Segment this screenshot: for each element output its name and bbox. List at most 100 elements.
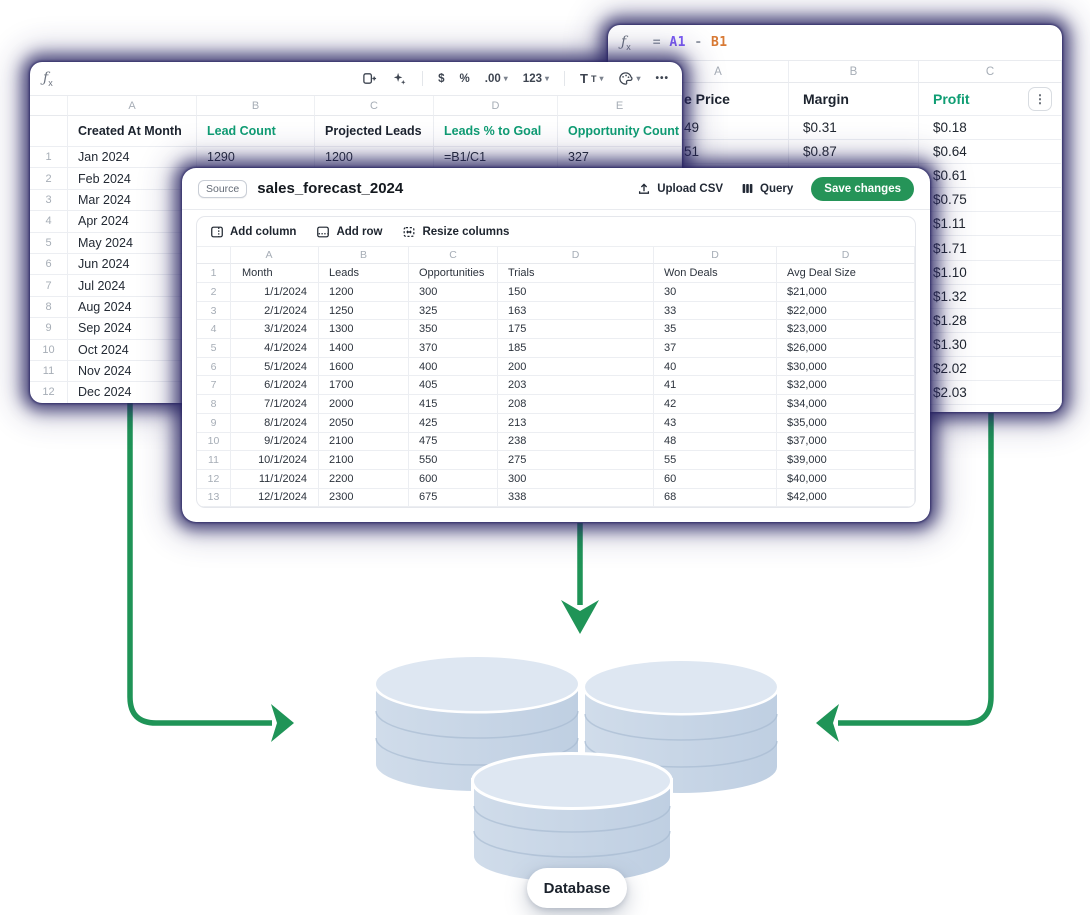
row-number[interactable]: 6 (30, 253, 68, 276)
cell-month[interactable]: Oct 2024 (68, 339, 197, 361)
cell-won-deals[interactable]: 42 (654, 395, 777, 414)
cell-leads[interactable]: 1600 (319, 357, 409, 377)
cell-opportunities[interactable]: 350 (409, 320, 498, 340)
cell-leads[interactable]: 2100 (319, 451, 409, 470)
cell-opportunities[interactable]: 325 (409, 301, 498, 321)
header-avg-deal-size[interactable]: Avg Deal Size (777, 264, 915, 283)
header-lead-count[interactable]: Lead Count (197, 116, 315, 147)
cell-profit[interactable]: $2.02 (919, 356, 1062, 382)
column-letter-a[interactable]: A (68, 96, 197, 116)
cell-avg-deal-size[interactable]: $23,000 (777, 320, 915, 340)
cell-lead-count[interactable]: 1290 (197, 147, 315, 169)
row-number[interactable]: 10 (30, 339, 68, 361)
cell-month[interactable]: Jul 2024 (68, 275, 197, 297)
cell-won-deals[interactable]: 55 (654, 451, 777, 470)
cell-profit[interactable]: $2.03 (919, 381, 1062, 406)
cell-trials[interactable]: 238 (498, 432, 654, 452)
cell-won-deals[interactable]: 40 (654, 357, 777, 377)
resize-columns-button[interactable]: Resize columns (402, 225, 509, 239)
cell-avg-deal-size[interactable]: $22,000 (777, 301, 915, 321)
row-number[interactable]: 2 (30, 168, 68, 190)
cell-profit[interactable]: $0.75 (919, 188, 1062, 213)
cell-leads[interactable]: 1300 (319, 320, 409, 340)
cell-leads[interactable]: 1200 (319, 283, 409, 302)
cell-opportunity-count[interactable]: 327 (558, 147, 682, 169)
cell-avg-deal-size[interactable]: $42,000 (777, 488, 915, 507)
row-number[interactable]: 4 (30, 211, 68, 233)
cell-avg-deal-size[interactable]: $32,000 (777, 376, 915, 396)
cell-profit[interactable]: $1.10 (919, 260, 1062, 285)
cell-avg-deal-size[interactable]: $40,000 (777, 469, 915, 489)
row-number[interactable]: 12 (30, 382, 68, 403)
corner-cell[interactable] (30, 96, 68, 116)
column-letter-b[interactable]: B (789, 61, 919, 83)
row-number[interactable]: 4 (197, 320, 231, 340)
header-projected-leads[interactable]: Projected Leads (315, 116, 434, 147)
header-profit[interactable]: Profit (919, 83, 1062, 116)
cell-trials[interactable]: 175 (498, 320, 654, 340)
more-options-button[interactable]: ••• (655, 73, 669, 84)
cell-won-deals[interactable]: 48 (654, 432, 777, 452)
cell-month[interactable]: 1/1/2024 (231, 283, 319, 302)
cell-trials[interactable]: 150 (498, 283, 654, 302)
cell-won-deals[interactable]: 35 (654, 320, 777, 340)
cell-month[interactable]: Mar 2024 (68, 189, 197, 212)
header-leads[interactable]: Leads (319, 264, 409, 283)
cell-avg-deal-size[interactable]: $21,000 (777, 283, 915, 302)
row-number[interactable]: 3 (30, 189, 68, 212)
cell-month[interactable]: 7/1/2024 (231, 395, 319, 414)
row-number[interactable]: 3 (197, 301, 231, 321)
cell-month[interactable]: Dec 2024 (68, 382, 197, 403)
cell-won-deals[interactable]: 68 (654, 488, 777, 507)
column-letter-c[interactable]: C (315, 96, 434, 116)
cell-trials[interactable]: 203 (498, 376, 654, 396)
cell-trials[interactable]: 213 (498, 413, 654, 433)
cell-avg-deal-size[interactable]: $39,000 (777, 451, 915, 470)
cell-opportunities[interactable]: 405 (409, 376, 498, 396)
cell-month[interactable]: 12/1/2024 (231, 488, 319, 507)
cell-month[interactable]: May 2024 (68, 232, 197, 254)
cell-trials[interactable]: 185 (498, 339, 654, 358)
row-number[interactable]: 7 (30, 275, 68, 297)
cell-avg-deal-size[interactable]: $26,000 (777, 339, 915, 358)
cell-profit[interactable]: $0.64 (919, 140, 1062, 165)
row-number[interactable]: 5 (197, 339, 231, 358)
cell-opportunities[interactable]: 300 (409, 283, 498, 302)
cell-leads-pct[interactable]: =B1/C1 (434, 147, 558, 169)
cell-avg-deal-size[interactable]: $30,000 (777, 357, 915, 377)
cell-avg-deal-size[interactable]: $35,000 (777, 413, 915, 433)
cell-won-deals[interactable]: 37 (654, 339, 777, 358)
cell-opportunities[interactable]: 600 (409, 469, 498, 489)
cell-profit[interactable]: $1.32 (919, 284, 1062, 309)
cell-margin[interactable]: $0.87 (789, 140, 919, 165)
cell-opportunities[interactable]: 550 (409, 451, 498, 470)
cell-leads[interactable]: 1250 (319, 301, 409, 321)
row-number[interactable]: 10 (197, 432, 231, 452)
cell-profit[interactable]: $0.18 (919, 116, 1062, 141)
header-price[interactable]: e Price (608, 83, 789, 116)
cell-month[interactable]: Nov 2024 (68, 360, 197, 383)
row-number[interactable]: 5 (30, 232, 68, 254)
row-number[interactable]: 13 (197, 488, 231, 507)
upload-csv-button[interactable]: Upload CSV (637, 182, 723, 196)
header-month[interactable]: Month (231, 264, 319, 283)
column-letter-c[interactable]: C (919, 61, 1062, 83)
cell-month[interactable]: 4/1/2024 (231, 339, 319, 358)
row-number[interactable]: 6 (197, 357, 231, 377)
cell-month[interactable]: 10/1/2024 (231, 451, 319, 470)
cell-trials[interactable]: 163 (498, 301, 654, 321)
column-letter[interactable]: D (498, 247, 654, 264)
cell-avg-deal-size[interactable]: $34,000 (777, 395, 915, 414)
column-letter-a[interactable]: A (608, 61, 789, 83)
percent-format-button[interactable]: % (459, 72, 470, 85)
cell-month[interactable]: Sep 2024 (68, 318, 197, 340)
cell-leads[interactable]: 2100 (319, 432, 409, 452)
currency-format-button[interactable]: $ (438, 72, 445, 85)
save-changes-button[interactable]: Save changes (811, 176, 914, 201)
row-number[interactable]: 11 (30, 360, 68, 383)
cell-month[interactable]: Jun 2024 (68, 253, 197, 276)
cell-won-deals[interactable]: 33 (654, 301, 777, 321)
cell-leads[interactable]: 2300 (319, 488, 409, 507)
header-trials[interactable]: Trials (498, 264, 654, 283)
cell-won-deals[interactable]: 30 (654, 283, 777, 302)
